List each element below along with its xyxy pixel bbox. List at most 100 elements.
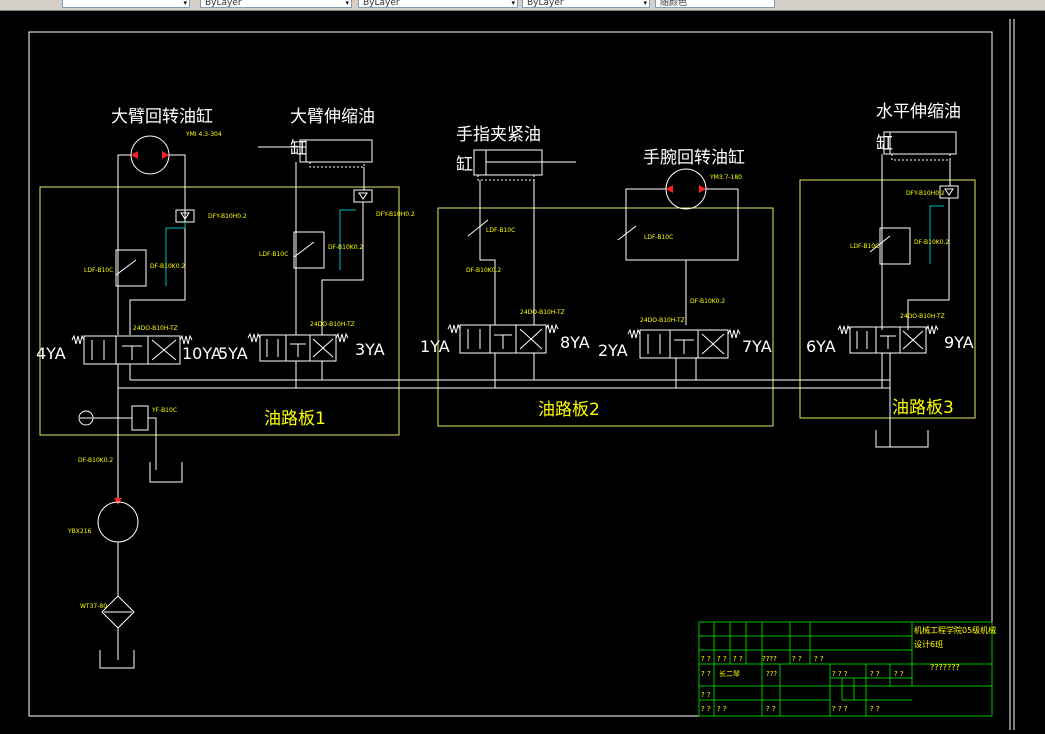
plotstyle-dropdown[interactable]: 随颜色: [655, 0, 775, 8]
df3-label: DF-B10K0.2: [466, 267, 501, 274]
tb-cell: ? ?: [792, 655, 802, 663]
ldf5-label: LDF-B10C: [850, 243, 879, 250]
properties-toolbar: ▾ ByLayer ▾ ByLayer ▾ ByLayer ▾ 随颜色: [0, 0, 1045, 11]
title-finger-clamp: 手指夹紧油: [456, 125, 541, 145]
hydraulic-schematic: 油路板1 大臂回转油缸 YMI 4.3-304 DFY-B10H0.2 LDF-…: [28, 19, 1015, 730]
throttle-box-3: [879, 227, 911, 265]
pump-icon: [97, 501, 139, 543]
directional-valve-5: [837, 325, 939, 354]
title-block-subtitle: 设计6班: [914, 639, 943, 649]
relief-valve: [131, 405, 149, 431]
motor1-model: YMI 4.3-304: [185, 131, 222, 138]
valve1-model: 24DO-B10H-TZ: [133, 325, 178, 332]
throttle-box-1: [115, 249, 147, 287]
solenoid-8ya: 8YA: [560, 333, 590, 352]
tb-cell: ? ?: [717, 705, 727, 713]
color-dropdown[interactable]: ▾: [62, 0, 190, 8]
arrow-icon: [666, 185, 673, 193]
lineweight-dropdown[interactable]: ByLayer ▾: [522, 0, 650, 8]
df-pump-label: DF-B10K0.2: [78, 457, 113, 464]
tb-cell: ? ?: [701, 655, 711, 663]
arrow-icon: [699, 185, 706, 193]
dfy3-label: DFY-B10H0.2: [906, 190, 945, 197]
cylinder-arm-extend: [299, 139, 373, 163]
throttle-box-2: [293, 231, 325, 269]
chevron-down-icon: ▾: [511, 0, 515, 7]
solenoid-2ya: 2YA: [598, 341, 628, 360]
oil-board-1: [39, 186, 400, 436]
directional-valve-2: [247, 333, 349, 362]
check-valve-2: [353, 189, 373, 203]
tb-cell: ???: [766, 670, 777, 678]
directional-valve-4: [627, 329, 741, 359]
valve3-model: 24DO-B10H-TZ: [520, 309, 565, 316]
signer: 长二琴: [719, 669, 740, 678]
filter-label: WT37-80: [80, 603, 107, 610]
pump-label: YBX216: [67, 528, 92, 535]
df4-label: DF-B10K0.2: [690, 298, 725, 305]
oil-board-2: [437, 207, 774, 427]
solenoid-5ya: 5YA: [218, 344, 248, 363]
solenoid-4ya: 4YA: [36, 344, 66, 363]
valve2-model: 24DO-B10H-TZ: [310, 321, 355, 328]
arrow-icon: [162, 151, 169, 159]
title-horizontal: 水平伸缩油: [876, 102, 961, 122]
ldf2-label: LDF-B10C: [259, 251, 288, 258]
chevron-down-icon: ▾: [345, 0, 349, 7]
tb-cell: ? ?: [870, 705, 880, 713]
title-wrist-rotate: 手腕回转油缸: [643, 147, 745, 168]
solenoid-7ya: 7YA: [742, 337, 772, 356]
tb-cell: ? ?: [894, 670, 904, 678]
board-1-label: 油路板1: [264, 409, 326, 429]
valve5-model: 24DO-B10H-TZ: [900, 313, 945, 320]
tb-cell: ? ?: [814, 655, 824, 663]
cylinder-horizontal: [883, 131, 957, 155]
drawing-canvas[interactable]: 油路板1 大臂回转油缸 YMI 4.3-304 DFY-B10H0.2 LDF-…: [0, 11, 1045, 730]
dfy1-label: DFY-B10H0.2: [208, 213, 247, 220]
tank-1: [149, 462, 183, 483]
oil-board-3: [799, 179, 976, 419]
solenoid-9ya: 9YA: [944, 333, 974, 352]
valve4-model: 24DO-B10H-TZ: [640, 317, 685, 324]
layer-dropdown[interactable]: ByLayer ▾: [200, 0, 352, 8]
chevron-down-icon: ▾: [183, 0, 187, 7]
ldf1-label: LDF-B10C: [84, 267, 113, 274]
linetype-dropdown-value: ByLayer: [363, 0, 400, 8]
dfy2-label: DFY-B10H0.2: [376, 211, 415, 218]
solenoid-3ya: 3YA: [355, 340, 385, 359]
tb-cell: ????: [762, 655, 777, 663]
ldf4-label: LDF-B10C: [644, 234, 673, 241]
tb-cell: ? ?: [766, 705, 776, 713]
plotstyle-dropdown-value: 随颜色: [660, 0, 688, 8]
df1-label: DF-B10K0.2: [150, 263, 185, 270]
tb-cell: ? ?: [701, 670, 711, 678]
board-3-label: 油路板3: [892, 398, 954, 418]
df5-label: DF-B10K0.2: [914, 239, 949, 246]
tb-cell: ? ?: [717, 655, 727, 663]
tank-2: [99, 650, 135, 669]
chevron-down-icon: ▾: [643, 0, 647, 7]
title-finger-clamp-cont: 缸: [456, 154, 473, 175]
lineweight-dropdown-value: ByLayer: [527, 0, 564, 8]
linetype-dropdown[interactable]: ByLayer ▾: [358, 0, 518, 8]
tb-cell: ? ?: [733, 655, 743, 663]
tb-cell: ? ? ?: [832, 670, 848, 678]
drawing-border: [28, 31, 993, 717]
solenoid-10ya: 10YA: [182, 344, 222, 363]
title-arm-rotate: 大臂回转油缸: [111, 106, 213, 127]
tb-cell: ? ?: [701, 705, 711, 713]
board-2-label: 油路板2: [538, 400, 600, 420]
title-arm-extend-cont: 缸: [290, 138, 307, 159]
title-block-title: 机械工程学院05级机械: [914, 625, 996, 635]
tank-3: [875, 430, 929, 448]
tb-cell: ? ?: [870, 670, 880, 678]
motor2-model: YM3.7-180: [709, 174, 742, 181]
directional-valve-3: [447, 324, 559, 354]
tb-cell: ? ? ?: [832, 705, 848, 713]
solenoid-1ya: 1YA: [420, 337, 450, 356]
df2-label: DF-B10K0.2: [328, 244, 363, 251]
layer-dropdown-value: ByLayer: [205, 0, 242, 8]
arrow-icon: [131, 151, 138, 159]
title-arm-extend: 大臂伸缩油: [290, 107, 375, 127]
solenoid-6ya: 6YA: [806, 337, 836, 356]
